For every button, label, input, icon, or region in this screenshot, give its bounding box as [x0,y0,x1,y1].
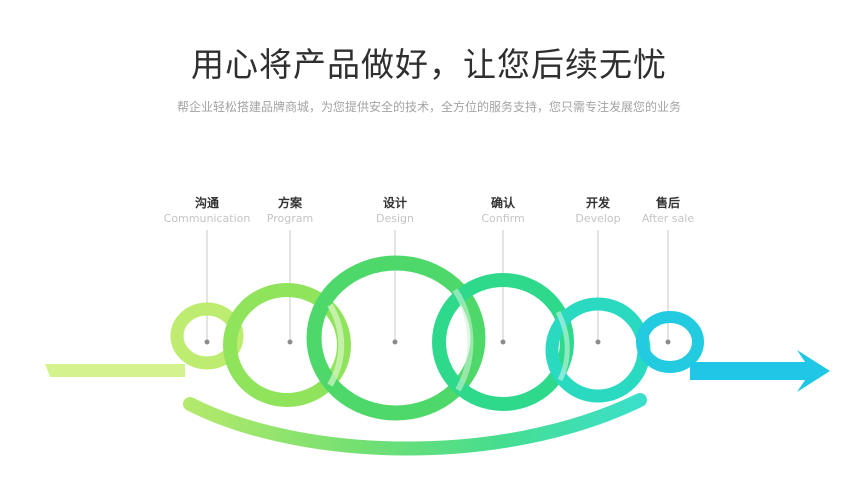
ribbon-lower-band [183,393,647,456]
step-label-en: Program [266,212,314,225]
ribbon-end-band [690,350,830,392]
step-label-en: Communication [163,212,251,225]
ribbon-start-band [45,364,185,377]
ribbon-loop-after-sale [636,311,704,373]
step-label-en: Confirm [481,212,525,225]
node-dot-develop [595,339,601,345]
step-confirm: 确认 Confirm [453,195,553,226]
step-label-en: After sale [641,212,695,225]
ribbon-loop-design [306,255,486,421]
step-program: 方案 Program [240,195,340,226]
step-label-en: Design [376,212,414,225]
step-label-zh: 开发 [585,196,610,210]
step-communication: 沟通 Communication [157,195,257,226]
page-subtitle: 帮企业轻松搭建品牌商城，为您提供安全的技术，全方位的服务支持，您只需专注发展您的… [176,100,681,114]
node-dot-design [392,339,398,345]
page-title: 用心将产品做好，让您后续无忧 [191,45,667,84]
node-dot-after-sale [665,339,671,345]
ribbon-sheen-program [327,303,345,387]
ribbon-sheen-design [452,288,474,392]
step-label-zh: 设计 [382,196,407,210]
node-dot-program [287,339,293,345]
step-label-zh: 方案 [277,196,302,210]
step-label-zh: 确认 [490,196,515,210]
node-dot-confirm [500,339,506,345]
step-label-zh: 售后 [655,196,680,210]
step-label-en: Develop [575,212,621,225]
step-label-zh: 沟通 [194,196,219,210]
node-dot-communication [204,339,210,345]
step-design: 设计 Design [345,195,445,226]
step-after-sale: 售后 After sale [618,195,718,226]
ribbon-sheen-confirm [555,310,570,382]
step-develop: 开发 Develop [548,195,648,226]
